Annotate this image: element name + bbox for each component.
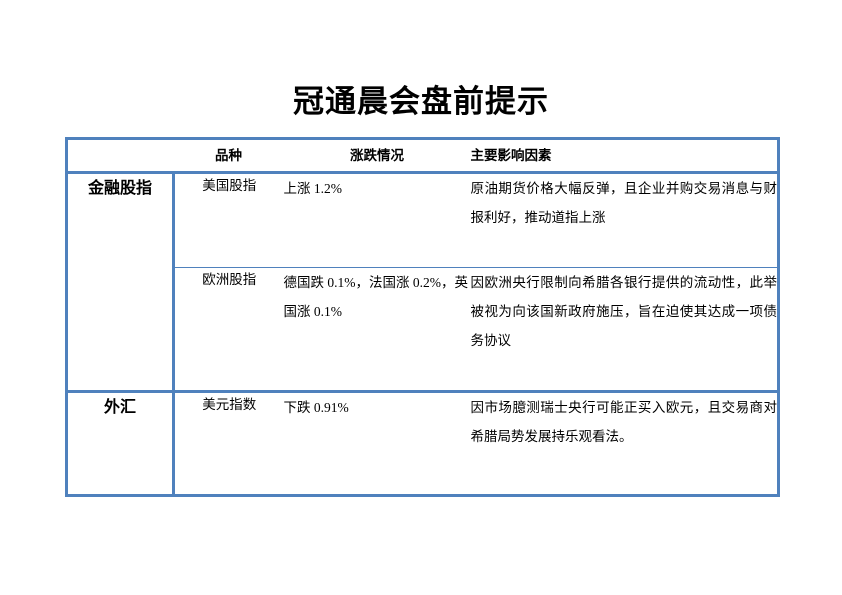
header-cell-category [65, 137, 174, 173]
table-row: 外汇 美元指数 下跌 0.91% 因市场臆测瑞士央行可能正买入欧元，且交易商对希… [65, 390, 780, 497]
header-cell-change: 涨跌情况 [283, 137, 471, 173]
variety-cell-usd-index: 美元指数 [173, 390, 284, 497]
factors-cell-usd-index: 因市场臆测瑞士央行可能正买入欧元，且交易商对希腊局势发展持乐观看法。 [470, 390, 780, 497]
table-header-row: 品种 涨跌情况 主要影响因素 [65, 137, 780, 173]
factors-cell-europe-index: 因欧洲央行限制向希腊各银行提供的流动性，此举被视为向该国新政府施压，旨在迫使其达… [470, 267, 780, 392]
report-table-container: 品种 涨跌情况 主要影响因素 金融股指 美国股指 上涨 1.2% 原油期货价格大… [65, 137, 780, 497]
header-cell-variety: 品种 [173, 137, 284, 173]
table-row: 金融股指 美国股指 上涨 1.2% 原油期货价格大幅反弹，且企业并购交易消息与财… [65, 171, 780, 392]
factors-cell-us-index: 原油期货价格大幅反弹，且企业并购交易消息与财报利好，推动道指上涨 [470, 171, 780, 268]
change-cell-europe-index: 德国跌 0.1%，法国涨 0.2%，英国涨 0.1% [283, 267, 471, 392]
variety-cell-europe-index: 欧洲股指 [173, 267, 284, 392]
header-cell-factors: 主要影响因素 [470, 137, 780, 173]
variety-cell-us-index: 美国股指 [173, 171, 284, 268]
page-title: 冠通晨会盘前提示 [293, 84, 549, 119]
report-table: 品种 涨跌情况 主要影响因素 金融股指 美国股指 上涨 1.2% 原油期货价格大… [65, 137, 780, 497]
change-cell-usd-index: 下跌 0.91% [283, 390, 471, 497]
category-cell-financial-index: 金融股指 [65, 171, 175, 392]
table-row: 欧洲股指 德国跌 0.1%，法国涨 0.2%，英国涨 0.1% 因欧洲央行限制向… [67, 267, 780, 392]
change-cell-us-index: 上涨 1.2% [283, 171, 471, 268]
category-cell-forex: 外汇 [65, 390, 175, 497]
